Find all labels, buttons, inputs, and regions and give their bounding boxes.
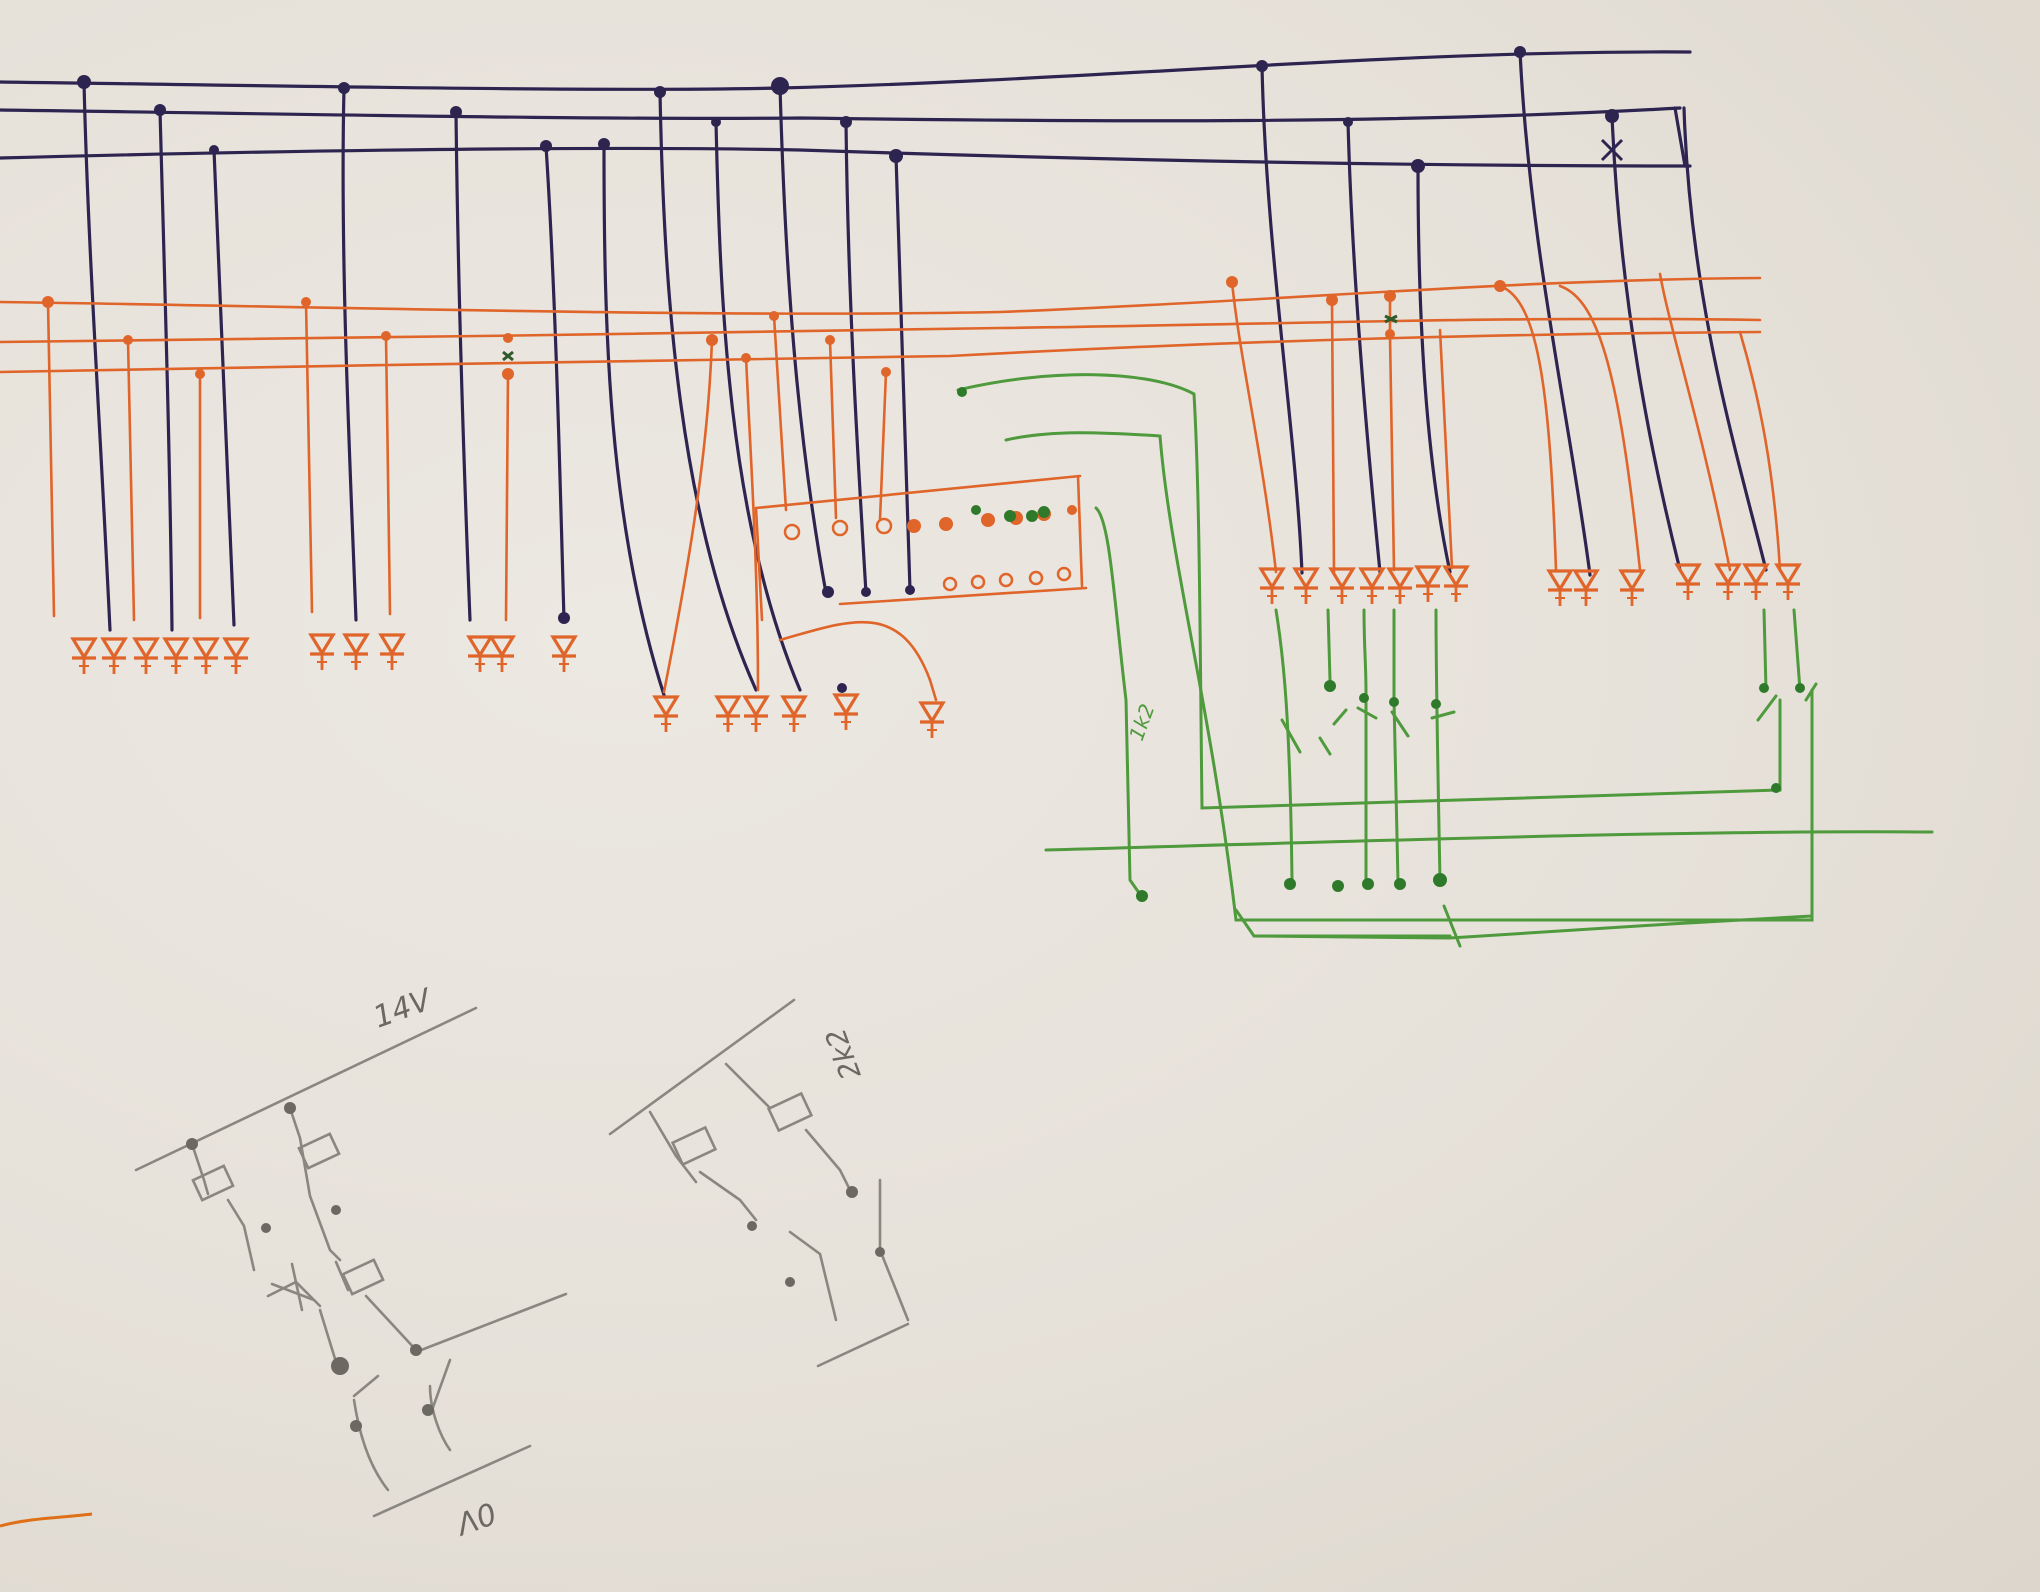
diode-symbol xyxy=(1674,563,1702,602)
pencil-sketch-left xyxy=(134,1006,568,1518)
diode-symbol xyxy=(488,635,516,674)
purple-crossover-mark xyxy=(1600,138,1624,162)
supply-positive-label: 14V xyxy=(369,982,438,1036)
diode-symbol xyxy=(100,637,128,676)
green-wiring xyxy=(956,373,1934,948)
diode-symbol xyxy=(1546,569,1574,608)
stray-orange-mark xyxy=(0,1512,93,1528)
diode-symbol xyxy=(1742,563,1770,602)
diode-symbol xyxy=(1442,565,1470,604)
diode-symbol xyxy=(162,637,190,676)
pencil-sketch-right xyxy=(608,998,910,1368)
orange-rail-2 xyxy=(0,317,1762,344)
diode-symbol xyxy=(342,633,370,672)
pencil-nodes-left xyxy=(186,1102,434,1432)
diode-symbol xyxy=(308,633,336,672)
diode-symbol xyxy=(652,695,680,734)
orange-crossover-marks xyxy=(502,314,1398,362)
diode-symbol xyxy=(132,637,160,676)
diode-symbol xyxy=(1292,567,1320,606)
orange-bus xyxy=(0,272,1782,702)
diode-symbol xyxy=(780,695,808,734)
supply-negative-label: 0V xyxy=(449,1494,501,1541)
purple-nodes xyxy=(77,46,1619,693)
purple-bus xyxy=(0,50,1768,697)
diode-symbol xyxy=(1358,567,1386,606)
green-resistor-label: 1k2 xyxy=(1124,701,1159,744)
diode-symbol xyxy=(466,635,494,674)
diode-symbol xyxy=(1774,563,1802,602)
diode-symbol xyxy=(1386,567,1414,606)
diode-symbol xyxy=(1572,569,1600,608)
purple-rail-2 xyxy=(0,106,1682,123)
diode-symbol xyxy=(918,701,946,740)
diode-symbol xyxy=(192,637,220,676)
diode-symbol xyxy=(1414,565,1442,604)
diode-row-left xyxy=(70,563,1802,740)
resistor-value-label: 2k2 xyxy=(819,1024,868,1084)
diode-symbol xyxy=(222,637,250,676)
diode-symbol xyxy=(714,695,742,734)
purple-rail-right-tie xyxy=(1673,106,1687,168)
purple-rail-1 xyxy=(0,50,1692,91)
diode-symbol xyxy=(742,695,770,734)
diode-symbol xyxy=(550,635,578,674)
orange-rail-3 xyxy=(0,330,1762,374)
pencil-nodes-right xyxy=(747,1186,885,1287)
green-nodes xyxy=(957,387,1805,902)
diode-symbol xyxy=(1258,567,1286,606)
diode-symbol xyxy=(1328,567,1356,606)
diode-symbol xyxy=(1714,563,1742,602)
diode-symbol xyxy=(1618,569,1646,608)
diode-symbol xyxy=(70,637,98,676)
diode-symbol xyxy=(832,693,860,732)
diode-symbol xyxy=(378,633,406,672)
